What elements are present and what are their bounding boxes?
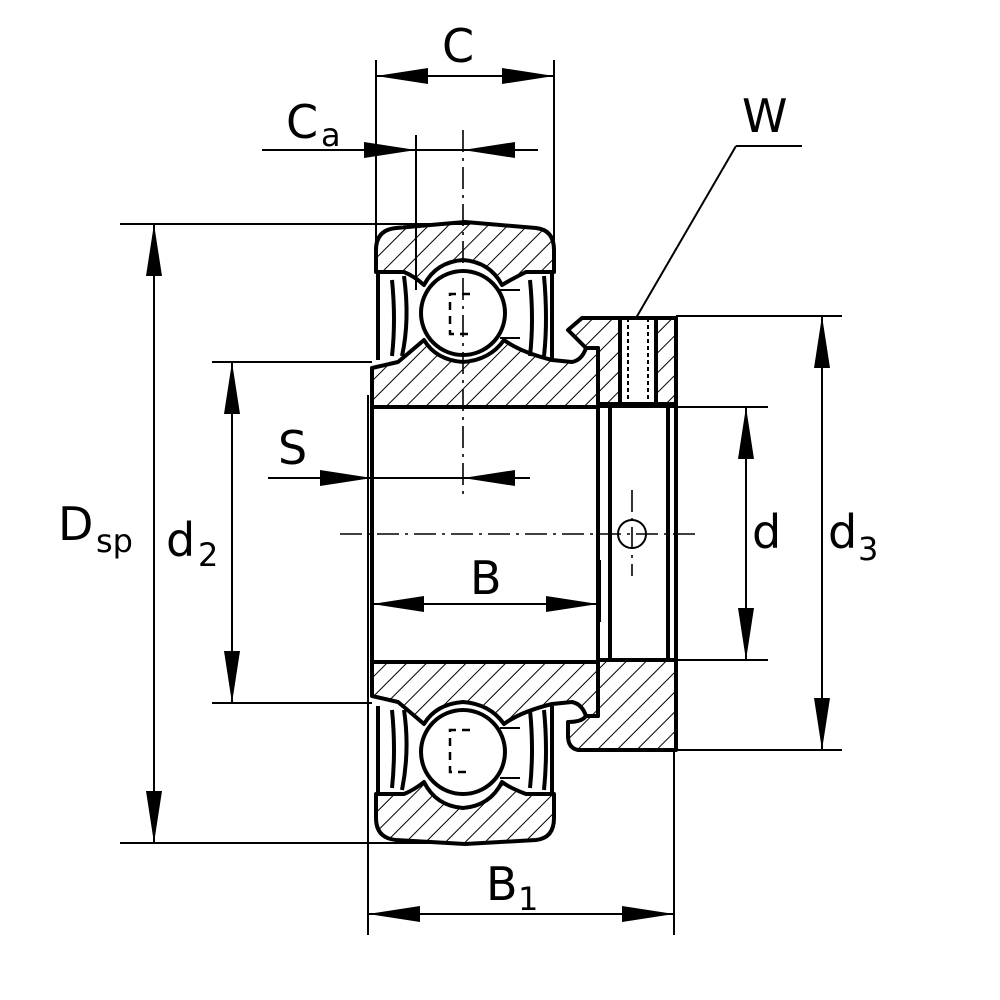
seals-top xyxy=(376,272,554,360)
dimension-d xyxy=(738,407,754,660)
label-B1-subscript: 1 xyxy=(518,880,538,918)
label-Dsp-subscript: sp xyxy=(96,522,133,560)
label-d3-subscript: 3 xyxy=(858,530,878,568)
ball-top xyxy=(419,269,507,357)
locking-collar-bottom xyxy=(566,658,678,752)
label-d2: d xyxy=(166,513,195,567)
label-d3: d xyxy=(828,505,857,559)
dimension-B xyxy=(372,596,598,612)
dimension-B1 xyxy=(368,906,674,922)
dimension-S xyxy=(268,470,530,486)
label-d2-subscript: 2 xyxy=(198,536,218,574)
dimension-Ca xyxy=(262,142,538,158)
label-C: C xyxy=(442,19,474,73)
seals-bottom xyxy=(376,706,554,794)
label-d: d xyxy=(752,505,781,559)
label-Dsp: D xyxy=(58,497,93,551)
dimension-C xyxy=(376,68,554,84)
outer-ring-bottom xyxy=(374,780,556,846)
ball-bottom xyxy=(419,708,507,796)
set-screw xyxy=(618,316,658,406)
inner-ring-bottom xyxy=(370,660,600,726)
label-Ca-subscript: a xyxy=(321,116,341,154)
locking-collar-top xyxy=(566,316,622,406)
dimension-d2 xyxy=(224,362,240,703)
dimension-d3 xyxy=(814,316,830,750)
center-lines xyxy=(340,130,700,576)
locking-collar-top-right xyxy=(654,316,678,406)
inner-ring-top xyxy=(370,338,600,409)
label-B1: B xyxy=(486,857,518,911)
cage-bottom xyxy=(448,728,470,774)
label-S: S xyxy=(278,421,307,475)
leader-W xyxy=(635,145,802,319)
label-Ca: C xyxy=(286,95,318,149)
outer-ring-top xyxy=(374,220,556,287)
label-B: B xyxy=(470,551,502,605)
label-W: W xyxy=(742,89,787,143)
cage-top xyxy=(448,292,470,336)
dimension-Dsp xyxy=(146,224,162,843)
